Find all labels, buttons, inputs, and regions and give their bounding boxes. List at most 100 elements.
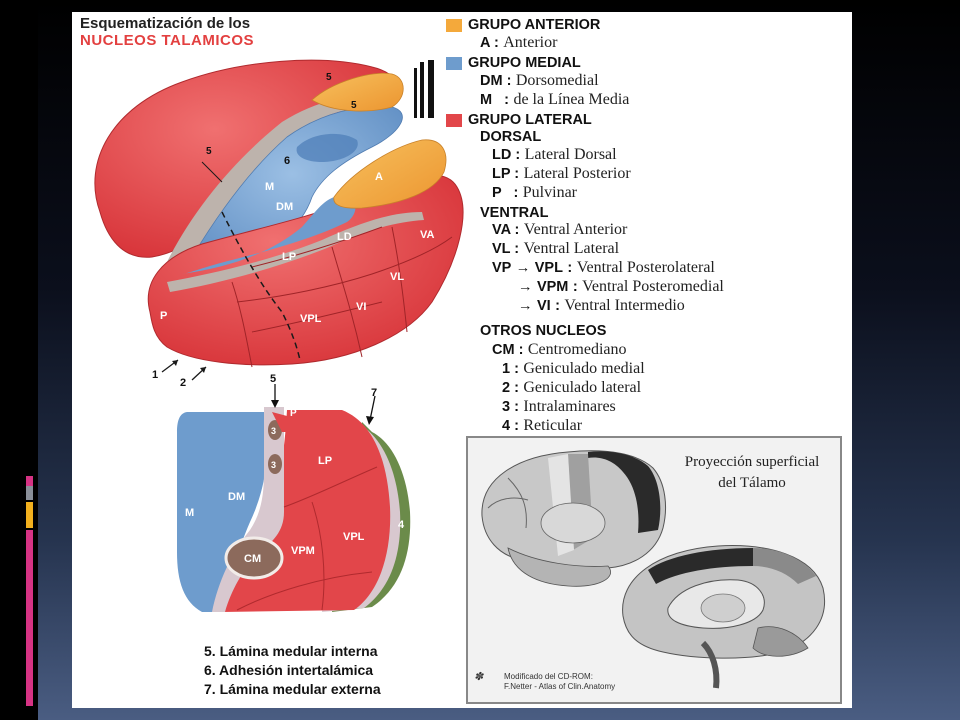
section-pulvinar-tip	[272, 412, 294, 432]
legend-medial-head-row: GRUPO MEDIAL	[446, 54, 846, 72]
section-pointer-7	[369, 395, 376, 421]
lateral-division-lines	[231, 226, 453, 368]
legend-abbr: VP	[492, 260, 512, 276]
legend-abbr: 3 :	[502, 399, 519, 415]
dashed-section-line	[221, 211, 301, 361]
legend-abbr: 2 :	[502, 380, 519, 396]
legend-abbr: CM :	[492, 342, 524, 358]
swatch-medial	[446, 56, 462, 70]
adhesion-intertalamica	[296, 133, 358, 162]
label-m: M	[265, 181, 274, 193]
legend-dorsal-head: DORSAL	[480, 129, 542, 145]
legend-vl: VL : Ventral Lateral	[446, 240, 846, 259]
legend-abbr: A :	[480, 35, 499, 51]
caption-5: 5. Lámina medular interna	[204, 643, 378, 659]
diagram-title-line1: Esquematización de los	[80, 15, 251, 32]
legend-abbr: 1 :	[502, 361, 519, 377]
inset-title-line2: del Tálamo	[718, 475, 786, 491]
caption-6: 6. Adhesión intertalámica	[204, 662, 374, 678]
legend-text: Centromediano	[527, 341, 627, 358]
legend-text: Lateral Posterior	[523, 165, 631, 182]
label-5c: 5	[206, 146, 212, 157]
label-a: A	[375, 171, 383, 183]
section-divider-vpm-vpl	[311, 501, 325, 611]
section-medial-blue	[177, 412, 268, 612]
arrow-right-icon: →	[518, 279, 533, 295]
section-label-cm: CM	[244, 553, 261, 565]
lateral-brain	[481, 450, 667, 587]
legend-vi: → VI : Ventral Intermedio	[518, 297, 685, 314]
section-label-p: P	[290, 408, 297, 419]
section-label-4: 4	[398, 519, 405, 531]
legend-vpm: → VPM : Ventral Posteromedial	[518, 278, 724, 295]
arrow-right-icon: →	[515, 260, 531, 276]
legend-2: 2 : Geniculado lateral	[446, 379, 846, 398]
legend-va: VA : Ventral Anterior	[446, 221, 846, 240]
label-1: 1	[152, 369, 158, 381]
section-label-5: 5	[270, 373, 276, 385]
accent-bar-gray	[26, 486, 33, 500]
legend-lp: LP : Lateral Posterior	[446, 165, 846, 184]
decor-line-a	[414, 68, 417, 118]
section-divider-bottom	[236, 571, 373, 611]
legend-panel: GRUPO ANTERIOR A : Anterior GRUPO MEDIAL…	[446, 16, 846, 436]
lamina-medular-lower	[167, 212, 424, 292]
legend-text: Geniculado lateral	[523, 379, 642, 396]
legend-sub-abbr: VI	[536, 298, 551, 314]
legend-text: Ventral Posterolateral	[576, 259, 715, 276]
label-vpl: VPL	[300, 313, 322, 325]
section-label-7: 7	[371, 387, 377, 399]
legend-abbr: LD :	[492, 147, 521, 163]
footer-captions: 5. Lámina medular interna 6. Adhesión in…	[204, 642, 381, 699]
label-vi: VI	[356, 301, 366, 313]
pointer-1-arrowhead	[172, 360, 178, 366]
brain-inset-svg	[481, 450, 825, 689]
pointer-2-arrowhead	[200, 367, 206, 373]
section-label-vpm: VPM	[291, 545, 315, 557]
label-va: VA	[420, 229, 435, 241]
caption-7: 7. Lámina medular externa	[204, 681, 381, 697]
legend-text: Ventral Intermedio	[564, 297, 685, 314]
accent-bar-pink-long	[26, 530, 33, 706]
legend-text: Ventral Anterior	[523, 221, 628, 238]
label-2: 2	[180, 377, 186, 389]
section-nucleus-3b	[268, 454, 282, 474]
legend-text: Ventral Lateral	[523, 240, 620, 257]
legend-text: Dorsomedial	[515, 72, 599, 89]
legend-medial-head: GRUPO MEDIAL	[468, 55, 581, 71]
legend-lateral-head-row: GRUPO LATERAL	[446, 111, 846, 129]
legend-text: Pulvinar	[522, 184, 577, 201]
section-label-m: M	[185, 507, 194, 519]
section-label-3b: 3	[271, 460, 276, 470]
inset-title-line1: Proyección superficial	[684, 454, 820, 470]
inset-title: Proyección superficial del Tálamo	[668, 452, 836, 494]
legend-text: de la Línea Media	[513, 91, 630, 108]
legend-sub-abbr: VPM	[536, 279, 569, 295]
section-label-3a: 3	[271, 426, 276, 436]
legend-anterior-head: GRUPO ANTERIOR	[468, 17, 601, 33]
legend-text: Lateral Dorsal	[524, 146, 617, 163]
arrow-right-icon: →	[518, 298, 533, 314]
brain-inset: Proyección superficial del Tálamo ✽ Modi…	[466, 436, 842, 704]
section-pointer-7-head	[366, 416, 374, 425]
legend-sub-abbr: VPL	[534, 260, 563, 276]
anterior-lower-orange	[333, 139, 447, 209]
inset-credit: Modificado del CD-ROM: F.Netter - Atlas …	[504, 672, 615, 692]
section-label-vpl: VPL	[343, 531, 365, 543]
legend-text: Geniculado medial	[523, 360, 645, 377]
inset-credit-line1: Modificado del CD-ROM:	[504, 672, 593, 681]
legend-abbr: M :	[480, 92, 509, 108]
legend-abbr: DM :	[480, 73, 512, 89]
legend-medial-item-dm: DM : Dorsomedial	[446, 72, 846, 91]
thalamus-diagram-svg: 5 5 5 6 M DM A LD VA LP VL VI P VPL 1 2	[94, 59, 464, 612]
label-ld: LD	[337, 231, 352, 243]
legend-vpl: VP → VPL : Ventral Posterolateral	[492, 259, 715, 276]
legend-ventral-head: VENTRAL	[480, 205, 549, 221]
legend-abbr: VL :	[492, 241, 520, 257]
label-5a: 5	[326, 72, 332, 83]
section-nucleus-cm	[224, 536, 284, 580]
swatch-anterior	[446, 18, 462, 32]
legend-1: 1 : Geniculado medial	[446, 360, 846, 379]
section-label-lp: LP	[318, 455, 332, 467]
